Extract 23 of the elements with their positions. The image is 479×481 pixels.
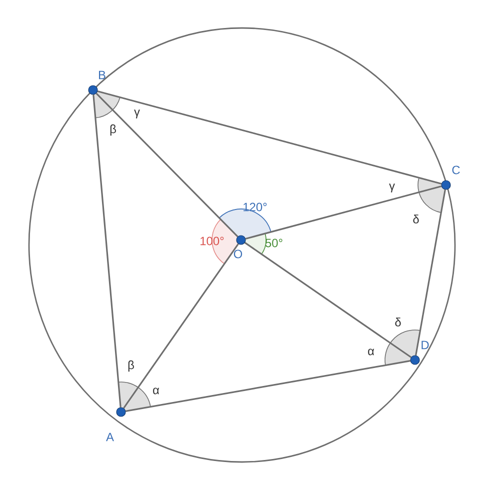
angle-label: α bbox=[153, 388, 160, 394]
point-label: D bbox=[422, 340, 429, 350]
angle-label: α bbox=[368, 348, 374, 356]
segment bbox=[415, 190, 446, 356]
angle-label: 100° bbox=[200, 236, 224, 246]
segment bbox=[126, 360, 410, 412]
angle-label: 120° bbox=[244, 202, 267, 212]
segment bbox=[245, 185, 442, 240]
point-label: C bbox=[452, 166, 460, 174]
segment bbox=[96, 92, 238, 238]
angle-label: γ bbox=[134, 110, 140, 118]
angle-label: δ bbox=[395, 318, 401, 326]
angle-label: β bbox=[110, 124, 116, 136]
segment bbox=[244, 242, 412, 358]
angle-label: δ bbox=[413, 214, 419, 224]
segment bbox=[92, 94, 122, 408]
point-label: B bbox=[99, 70, 106, 80]
point-label: O bbox=[234, 250, 242, 258]
angle-label: γ bbox=[389, 184, 395, 192]
point-label: A bbox=[106, 432, 114, 442]
angle-label: β bbox=[128, 360, 134, 372]
segment bbox=[123, 243, 239, 409]
segment bbox=[97, 90, 442, 185]
